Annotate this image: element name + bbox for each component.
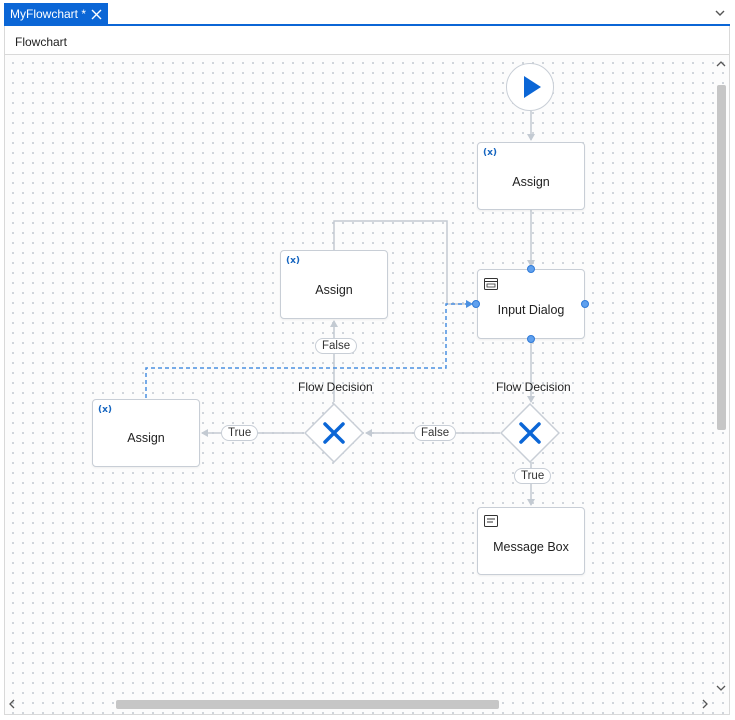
tab-myflowchart[interactable]: MyFlowchart * [4,3,108,25]
x-icon [323,422,345,444]
connection-handle-right[interactable] [581,300,589,308]
x-icon [519,422,541,444]
assign-node-top[interactable]: (x) Assign [477,142,585,210]
scroll-down-icon[interactable] [715,682,727,694]
connector-assign-loop [333,220,473,308]
chevron-down-icon[interactable] [713,6,727,20]
assign-icon: (x) [483,148,498,158]
scroll-up-icon[interactable] [715,58,727,70]
flowchart-canvas[interactable] [4,55,730,715]
tab-underline [4,24,730,26]
play-icon [523,75,541,98]
horizontal-scrollbar-thumb[interactable] [116,700,499,709]
flow-decision-label: Flow Decision [496,380,571,394]
header-divider [4,54,730,55]
assign-icon: (x) [98,405,113,415]
assign-icon: (x) [286,256,301,266]
input-dialog-node[interactable]: Input Dialog [477,269,585,339]
message-icon [484,515,498,527]
edge-label-true[interactable]: True [221,425,259,441]
node-label: Input Dialog [497,303,565,317]
node-label: Assign [127,431,165,445]
message-box-node[interactable]: Message Box [477,507,585,575]
tab-bar: MyFlowchart * [0,0,735,26]
node-label: Message Box [493,540,569,554]
scroll-left-icon[interactable] [6,698,18,710]
flow-decision-label: Flow Decision [298,380,373,394]
tab-title: MyFlowchart * [10,7,87,21]
connection-handle-top[interactable] [527,265,535,273]
flow-decision-right[interactable] [499,402,561,464]
node-label: Assign [315,283,353,297]
connection-handle-bottom[interactable] [527,335,535,343]
breadcrumb: Flowchart [4,26,730,54]
vertical-scrollbar-thumb[interactable] [717,85,726,430]
window-icon [484,278,498,290]
scroll-right-icon[interactable] [699,698,711,710]
edge-label-false[interactable]: False [414,425,457,441]
node-label: Assign [512,175,550,189]
assign-node-left[interactable]: (x) Assign [92,399,200,467]
start-node[interactable] [506,63,554,111]
edge-label-false[interactable]: False [315,338,358,354]
close-icon[interactable] [89,5,103,23]
assign-node-middle[interactable]: (x) Assign [280,250,388,319]
edge-label-true[interactable]: True [514,468,552,484]
page-title: Flowchart [15,35,68,49]
connection-handle-left[interactable] [472,300,480,308]
connector-selected-dashed [145,300,473,398]
flow-decision-left[interactable] [303,402,365,464]
